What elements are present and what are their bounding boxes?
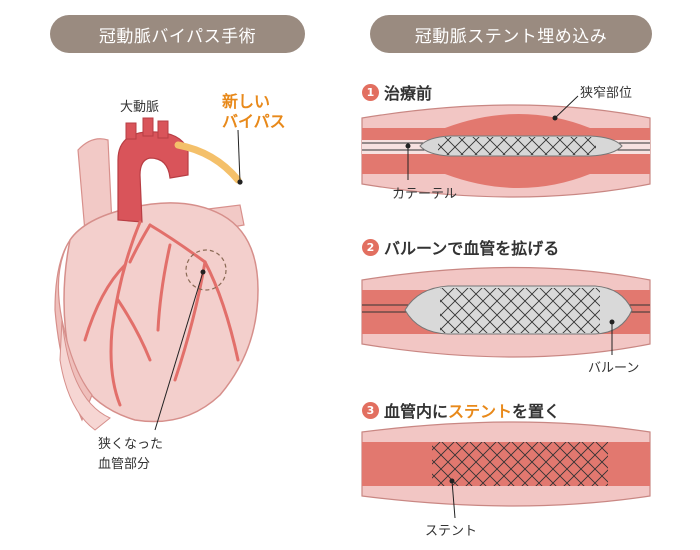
bypass-surgery-header: 冠動脈バイパス手術 [50, 15, 305, 53]
step1-number-badge: 1 [362, 83, 379, 101]
step3-title-highlight: ステント [448, 402, 513, 421]
narrowed-vessel-label: 狭くなった 血管部分 [98, 435, 163, 475]
step3-title-after: を置く [512, 402, 561, 421]
step1-heading: 1 治療前 [362, 80, 432, 104]
heart-body [63, 202, 259, 423]
step3-title-before: 血管内に [384, 402, 449, 421]
narrowed-vessel-label-line2: 血管部分 [98, 457, 151, 472]
step1-vessel [361, 95, 651, 198]
stent-label: ステント [425, 524, 478, 539]
new-bypass-label: 新しい バイパス [222, 92, 286, 132]
bypass-graft [174, 141, 242, 184]
step2-title: バルーンで血管を拡げる [384, 239, 560, 258]
step2-heading: 2 バルーンで血管を拡げる [362, 235, 559, 259]
step3-number-badge: 3 [362, 401, 379, 419]
coronary-arteries [83, 220, 240, 407]
step3-vessel [361, 421, 651, 519]
narrowed-section-marker [185, 249, 227, 291]
balloon-label: バルーン [588, 361, 640, 376]
aorta-label: 大動脈 [120, 100, 160, 115]
catheter-label: カテーテル [392, 187, 458, 202]
step2-number-badge: 2 [362, 238, 379, 256]
new-bypass-label-line1: 新しい [222, 92, 271, 111]
step3-heading: 3 血管内にステントを置く [362, 398, 560, 422]
narrowed-vessel-label-line1: 狭くなった [98, 437, 164, 452]
vena-cava [77, 138, 113, 233]
step1-title: 治療前 [384, 84, 433, 103]
step2-vessel [361, 266, 651, 358]
stent-implant-header: 冠動脈ステント埋め込み [370, 15, 652, 53]
new-bypass-label-line2: バイパス [222, 112, 286, 131]
heart-illustration [54, 117, 259, 431]
stenosis-site-label: 狭窄部位 [580, 86, 633, 101]
